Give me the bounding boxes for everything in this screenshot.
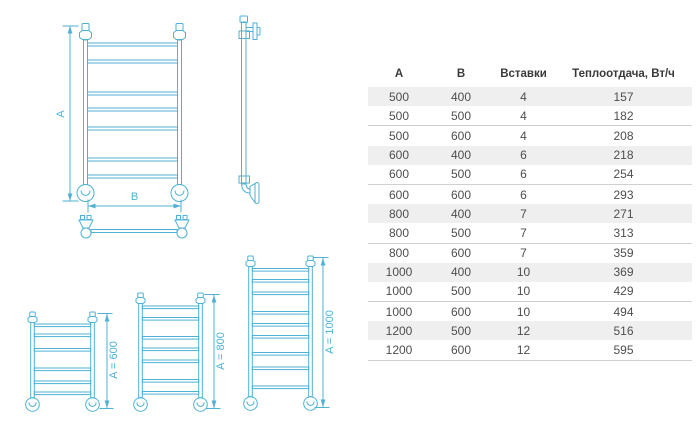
column-header-a: А [394, 67, 404, 80]
table-cell: 6 [520, 148, 527, 163]
spec-table-header: А В Вставки Теплоотдача, Вт/ч [368, 60, 692, 87]
technical-drawings: A B [25, 15, 336, 412]
table-cell: 600 [450, 246, 472, 261]
table-row: 800 600 7 359 [368, 244, 692, 263]
table-cell: 800 [388, 206, 410, 221]
table-cell: 313 [613, 225, 634, 240]
table-cell: 254 [613, 167, 634, 182]
table-cell: 271 [613, 206, 634, 221]
table-cell: 208 [613, 128, 634, 143]
side-view-drawing [238, 15, 261, 205]
table-cell: 4 [520, 108, 527, 123]
variant-600-ladder [25, 311, 100, 412]
table-cell: 500 [388, 108, 410, 123]
table-cell: 500 [450, 225, 472, 240]
table-row: 600 600 6 293 [368, 185, 692, 204]
dimension-1000: A = 1000 [313, 257, 336, 408]
table-row: 500 500 4 182 [368, 106, 692, 127]
table-cell: 369 [613, 265, 634, 280]
table-cell: 12 [516, 343, 531, 358]
dimension-a: A [55, 25, 79, 202]
table-cell: 600 [450, 187, 472, 202]
table-row: 600 500 6 254 [368, 165, 692, 185]
table-cell: 500 [388, 128, 410, 143]
table-cell: 10 [516, 284, 531, 299]
table-cell: 7 [520, 206, 527, 221]
column-header-inserts: Вставки [500, 67, 547, 80]
table-cell: 600 [388, 167, 410, 182]
table-cell: 516 [613, 323, 634, 338]
table-cell: 429 [613, 284, 634, 299]
dim-label-a: A [55, 110, 67, 118]
table-cell: 400 [450, 206, 472, 221]
dim-label-b: B [131, 191, 138, 203]
table-cell: 359 [613, 246, 634, 261]
table-cell: 400 [450, 148, 472, 163]
table-cell: 800 [388, 225, 410, 240]
table-row: 1200 500 12 516 [368, 321, 692, 341]
table-cell: 600 [450, 128, 472, 143]
table-cell: 500 [450, 108, 472, 123]
table-cell: 6 [520, 167, 527, 182]
table-cell: 293 [613, 187, 634, 202]
table-cell: 595 [613, 343, 634, 358]
column-header-heat-output: Теплоотдача, Вт/ч [572, 67, 675, 80]
table-cell: 400 [450, 265, 472, 280]
table-row: 800 500 7 313 [368, 223, 692, 244]
table-row: 500 600 4 208 [368, 126, 692, 145]
table-cell: 10 [516, 304, 531, 319]
table-cell: 12 [516, 323, 531, 338]
variant-1000-ladder [243, 255, 318, 411]
table-cell: 4 [520, 128, 527, 143]
table-cell: 600 [450, 343, 472, 358]
table-cell: 600 [388, 187, 410, 202]
table-cell: 4 [520, 89, 527, 104]
table-row: 1000 400 10 369 [368, 262, 692, 282]
front-view-ladder [76, 23, 189, 202]
dimension-800: A = 800 [204, 294, 227, 409]
table-cell: 500 [450, 323, 472, 338]
dimension-b: B [87, 191, 182, 213]
table-cell: 500 [450, 167, 472, 182]
table-row: 1200 600 12 595 [368, 340, 692, 361]
table-cell: 182 [613, 108, 634, 123]
dim-label-800: A = 800 [215, 332, 227, 370]
table-cell: 7 [520, 225, 527, 240]
table-cell: 500 [450, 284, 472, 299]
table-cell: 1200 [385, 343, 413, 358]
dim-label-600: A = 600 [108, 341, 120, 379]
table-cell: 1000 [385, 265, 413, 280]
table-cell: 7 [520, 246, 527, 261]
table-cell: 1000 [385, 284, 413, 299]
table-row: 1000 500 10 429 [368, 282, 692, 303]
table-cell: 10 [516, 265, 531, 280]
table-cell: 500 [388, 89, 410, 104]
mounting-brackets-top-view [78, 215, 190, 239]
table-cell: 6 [520, 187, 527, 202]
dimension-600: A = 600 [97, 313, 120, 409]
table-cell: 800 [388, 246, 410, 261]
table-cell: 494 [613, 304, 634, 319]
table-cell: 218 [613, 148, 634, 163]
spec-table-body: 500 400 4 157 500 500 4 182 500 600 4 208 600 400 6 218… [368, 87, 692, 361]
table-row: 500 400 4 157 [368, 87, 692, 107]
table-row: 1000 600 10 494 [368, 302, 692, 321]
table-cell: 400 [450, 89, 472, 104]
table-cell: 1200 [385, 323, 413, 338]
table-row: 800 400 7 271 [368, 204, 692, 224]
table-cell: 600 [388, 148, 410, 163]
variant-800-ladder [133, 292, 208, 412]
spec-table: А В Вставки Теплоотдача, Вт/ч 500 400 4 157… [368, 60, 692, 361]
table-cell: 600 [450, 304, 472, 319]
column-header-b: В [456, 67, 466, 80]
dim-label-1000: A = 1000 [324, 310, 336, 354]
towel-rail-drawing: A B [25, 15, 336, 412]
table-cell: 157 [613, 89, 634, 104]
table-row: 600 400 6 218 [368, 145, 692, 165]
table-cell: 1000 [385, 304, 413, 319]
